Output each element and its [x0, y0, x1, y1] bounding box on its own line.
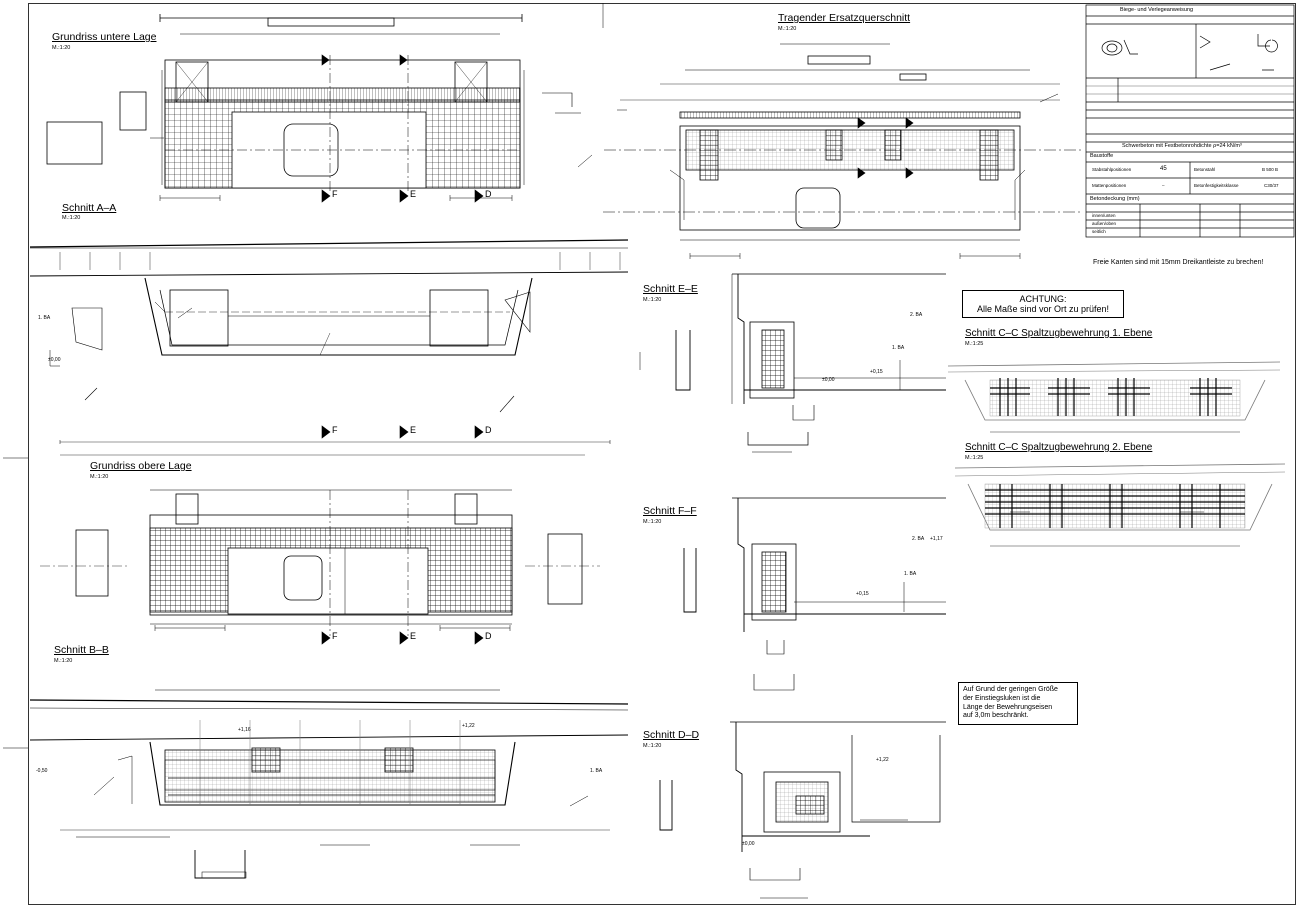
scale-schnitt-ff: M.:1:20: [643, 519, 662, 525]
marker-d-1: D: [485, 189, 492, 199]
title-ersatzquerschnitt: Tragender Ersatzquerschnitt: [778, 12, 911, 24]
tb-row-2: außen/oben: [1092, 221, 1117, 226]
equivalent-cross-section: [603, 43, 1082, 241]
level-122-b: +1,22: [462, 723, 475, 729]
level-1ba-f: 1. BA: [904, 571, 917, 577]
tb-betonstahl: Betonstahl: [1194, 167, 1216, 172]
tb-betondeckung: Betondeckung (mm): [1090, 196, 1140, 202]
section-cc-level2: [954, 463, 1286, 547]
hatch-note-line-4: auf 3,0m beschränkt.: [963, 712, 1029, 720]
scale-schnitt-cc-2: M.:1:25: [965, 455, 984, 461]
marker-f-3: F: [332, 631, 338, 641]
tb-matten: Mattenpositionen: [1092, 183, 1127, 188]
section-aa: [29, 239, 629, 456]
title-schnitt-cc-1: Schnitt C–C Spaltzugbewehrung 1. Ebene: [965, 328, 1153, 339]
level-1ba-a: 1. BA: [38, 315, 51, 321]
marker-e-3: E: [410, 631, 417, 641]
section-cc-level1: [947, 361, 1281, 433]
scale-schnitt-ee: M.:1:20: [643, 297, 662, 303]
level-050-b: -0,50: [36, 768, 48, 774]
level-1ba-b: 1. BA: [590, 768, 603, 774]
tb-baustoffe: Baustoffe: [1090, 153, 1114, 159]
level-1ba-e: 1. BA: [892, 345, 905, 351]
level-2ba-e: 2. BA: [910, 312, 923, 318]
scale-schnitt-cc-1: M.:1:25: [965, 341, 984, 347]
section-ee: [639, 273, 946, 453]
dimension-lines: [154, 195, 1021, 631]
tb-festigkeit-val: C30/37: [1264, 183, 1279, 188]
scale-schnitt-bb: M.:1:20: [54, 658, 73, 664]
edge-note: Freie Kanten sind mit 15mm Dreikantleist…: [1093, 259, 1264, 266]
title-schnitt-ee: Schnitt E–E: [643, 283, 698, 295]
tb-betonstahl-val: B 500 B: [1262, 167, 1279, 172]
scale-grundriss-unten: M.:1:20: [52, 45, 71, 51]
tb-matten-val: –: [1162, 183, 1165, 188]
tb-row-3: seitlich: [1092, 229, 1106, 234]
warning-text: Alle Maße sind vor Ort zu prüfen!: [976, 304, 1110, 314]
section-ff: [683, 497, 946, 691]
title-grundriss-oben: Grundriss obere Lage: [90, 460, 192, 472]
marker-e-1: E: [410, 189, 417, 199]
level-zero-a: ±0,00: [48, 357, 61, 363]
marker-f-1: F: [332, 189, 338, 199]
section-markers: [321, 54, 914, 645]
tb-staebe-val: 45: [1160, 166, 1167, 172]
scale-grundriss-oben: M.:1:20: [90, 474, 109, 480]
level-015-e: +0,15: [870, 369, 883, 375]
title-grundriss-unten: Grundriss untere Lage: [52, 31, 157, 43]
tb-festigkeit: Betonfestigkeitsklasse: [1194, 183, 1239, 188]
level-zero-e: ±0,00: [822, 377, 835, 383]
tb-header: Biege- und Verlegeanweisung: [1120, 7, 1194, 13]
scale-schnitt-aa: M.:1:20: [62, 215, 81, 221]
plan-upper-layer: [40, 489, 600, 636]
tb-row-1: innen/unten: [1092, 213, 1116, 218]
hatch-note: Auf Grund der geringen Größe der Einstie…: [958, 682, 1078, 725]
level-2ba-f: 2. BA: [912, 536, 925, 542]
warning-box: ACHTUNG: Alle Maße sind vor Ort zu prüfe…: [962, 290, 1124, 318]
section-dd: [659, 721, 946, 899]
hatch-note-line-1: Auf Grund der geringen Größe: [963, 686, 1058, 693]
marker-d-3: D: [485, 631, 492, 641]
scale-schnitt-dd: M.:1:20: [643, 743, 662, 749]
warning-title: ACHTUNG:: [1019, 294, 1067, 304]
marker-f-2: F: [332, 425, 338, 435]
level-122-d: +1,22: [876, 757, 889, 763]
title-block: [1085, 4, 1295, 238]
marker-e-2: E: [410, 425, 417, 435]
marker-d-2: D: [485, 425, 492, 435]
title-schnitt-dd: Schnitt D–D: [643, 729, 700, 741]
tb-staebe: Stabstahlpositionen: [1092, 167, 1132, 172]
hatch-note-line-2: der Einstiegsluken ist die: [963, 694, 1041, 702]
level-117-f: +1,17: [930, 536, 943, 542]
level-116-b: +1,16: [238, 727, 251, 733]
title-schnitt-aa: Schnitt A–A: [62, 202, 117, 214]
title-schnitt-bb: Schnitt B–B: [54, 644, 109, 656]
section-bb: [29, 689, 629, 879]
level-015-f: +0,15: [856, 591, 869, 597]
title-schnitt-cc-2: Schnitt C–C Spaltzugbewehrung 2. Ebene: [965, 442, 1153, 453]
level-zero-d: ±0,00: [742, 841, 755, 847]
title-schnitt-ff: Schnitt F–F: [643, 505, 697, 517]
plan-lower-layer: [46, 14, 593, 192]
tb-schwerbeton: Schwerbeton mit Festbetonrohdichte ρ=24 …: [1122, 143, 1242, 149]
hatch-note-line-3: Länge der Bewehrungseisen: [963, 703, 1053, 711]
scale-ersatzquerschnitt: M.:1:20: [778, 26, 797, 32]
